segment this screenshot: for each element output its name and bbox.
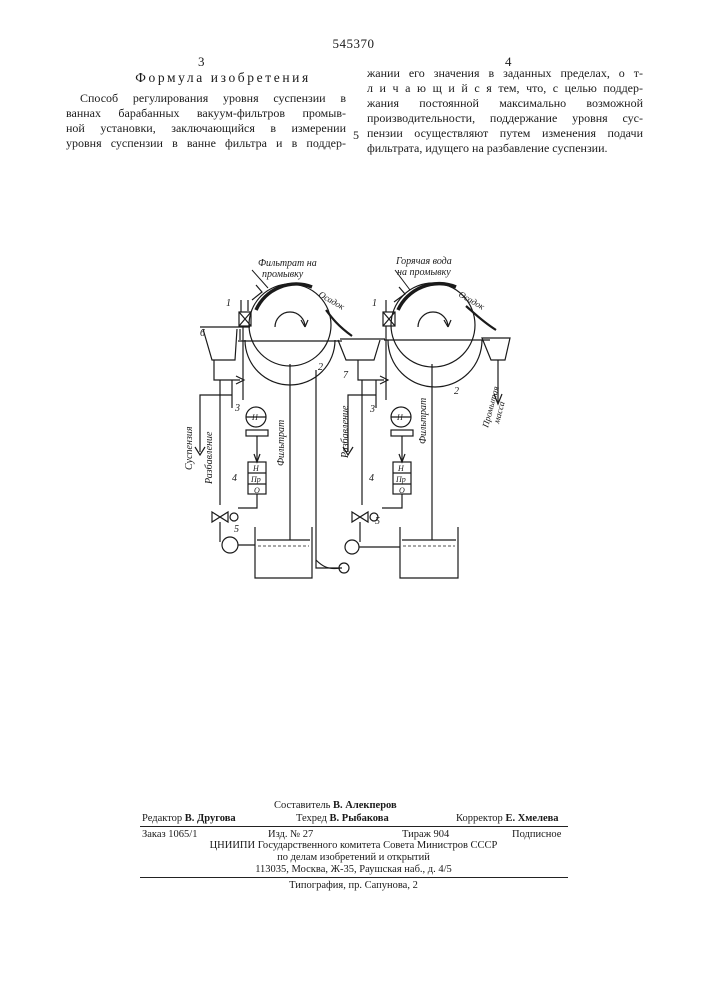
ref-number-3-right: 3 [369, 404, 375, 415]
organization-line-1: ЦНИИПИ Государственного комитета Совета … [0, 840, 707, 851]
editor-line: Редактор В. Другова [142, 813, 236, 824]
corrector-line: Корректор Е. Хмелева [456, 813, 559, 824]
bath-6 [203, 329, 237, 360]
gauge-base-left [246, 430, 268, 436]
ref-number-1-right: 1 [372, 298, 377, 309]
gauge-base-right [391, 430, 413, 436]
organization-line-2: по делам изобретений и открытий [0, 852, 707, 863]
label-hot-water-1: Горячая вода [395, 256, 452, 267]
filtrate-tank-left [255, 527, 312, 578]
regulator-row-left: Пр [250, 475, 261, 484]
label-suspension: Суспензия [184, 426, 195, 470]
editor-name: В. Другова [185, 813, 236, 824]
editor-label: Редактор [142, 813, 182, 824]
wash-hood-left [256, 284, 312, 310]
regulator-row-right: О [399, 486, 405, 495]
label-filtrate-wash-1: Фильтрат на [258, 258, 317, 269]
pump-right [345, 540, 359, 554]
circulation: Тираж 904 [402, 829, 449, 840]
valve-right [352, 512, 368, 522]
process-diagram: Фильтрат на промывку Горячая вода на про… [0, 0, 707, 620]
ref-number-5-left: 5 [234, 524, 239, 535]
discharge-hopper [482, 338, 510, 360]
edition-number: Изд. № 27 [268, 829, 313, 840]
ref-number-4-left: 4 [232, 473, 237, 484]
subscription: Подписное [512, 829, 561, 840]
label-filtrate-right: Фильтрат [418, 398, 429, 444]
regulator-row-left: О [254, 486, 260, 495]
ref-number-4-right: 4 [369, 473, 374, 484]
ref-number-6: 6 [200, 328, 205, 339]
ref-number-7: 7 [343, 370, 349, 381]
corrector-name: Е. Хмелева [505, 813, 558, 824]
label-cake-left: Осадок [317, 289, 347, 312]
label-filtrate-left: Фильтрат [276, 420, 287, 466]
filter-bath-right [388, 340, 482, 387]
techred-label: Техред [296, 813, 327, 824]
address: 113035, Москва, Ж-35, Раушская наб., д. … [0, 864, 707, 875]
ref-number-1-left: 1 [226, 298, 231, 309]
order-number: Заказ 1065/1 [142, 829, 197, 840]
corrector-label: Корректор [456, 813, 503, 824]
filtrate-tank-right [400, 527, 458, 578]
compiler-line: Составитель В. Алекперов [274, 800, 397, 811]
divider [140, 877, 568, 878]
printer: Типография, пр. Сапунова, 2 [0, 880, 707, 891]
label-dilution-right: Разбавление [340, 405, 351, 459]
ref-number-2-right: 2 [454, 386, 459, 397]
label-filtrate-wash-2: промывку [262, 269, 304, 280]
techred-name: В. Рыбакова [330, 813, 389, 824]
ref-number-2-left: 2 [318, 362, 323, 373]
valve-left [212, 512, 228, 522]
wash-hood-right [398, 284, 456, 310]
compiler-label: Составитель [274, 800, 330, 811]
compiler-name: В. Алекперов [333, 800, 397, 811]
label-dilution-left: Разбавление [204, 431, 215, 485]
ref-number-5-right: 5 [375, 516, 380, 527]
label-hot-water-2: на промывку [397, 267, 451, 278]
pump-left [222, 537, 238, 553]
bath-7 [338, 340, 380, 360]
regulator-row-left: Н [252, 464, 260, 473]
regulator-row-right: Пр [395, 475, 406, 484]
ref-number-3-left: 3 [234, 403, 240, 414]
divider [140, 826, 568, 827]
techred-line: Техред В. Рыбакова [296, 813, 389, 824]
regulator-row-right: Н [397, 464, 405, 473]
